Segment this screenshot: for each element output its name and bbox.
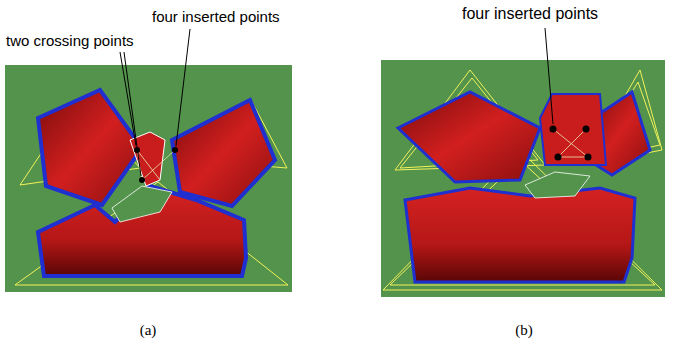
panel-b-render	[381, 28, 665, 297]
callout-label: four inserted points	[462, 5, 598, 23]
callout-label: four inserted points	[152, 9, 280, 26]
panel-a-render	[5, 29, 292, 292]
panel-caption: (b)	[515, 322, 533, 339]
panel-caption: (a)	[140, 322, 157, 339]
callout-label: two crossing points	[6, 33, 134, 50]
